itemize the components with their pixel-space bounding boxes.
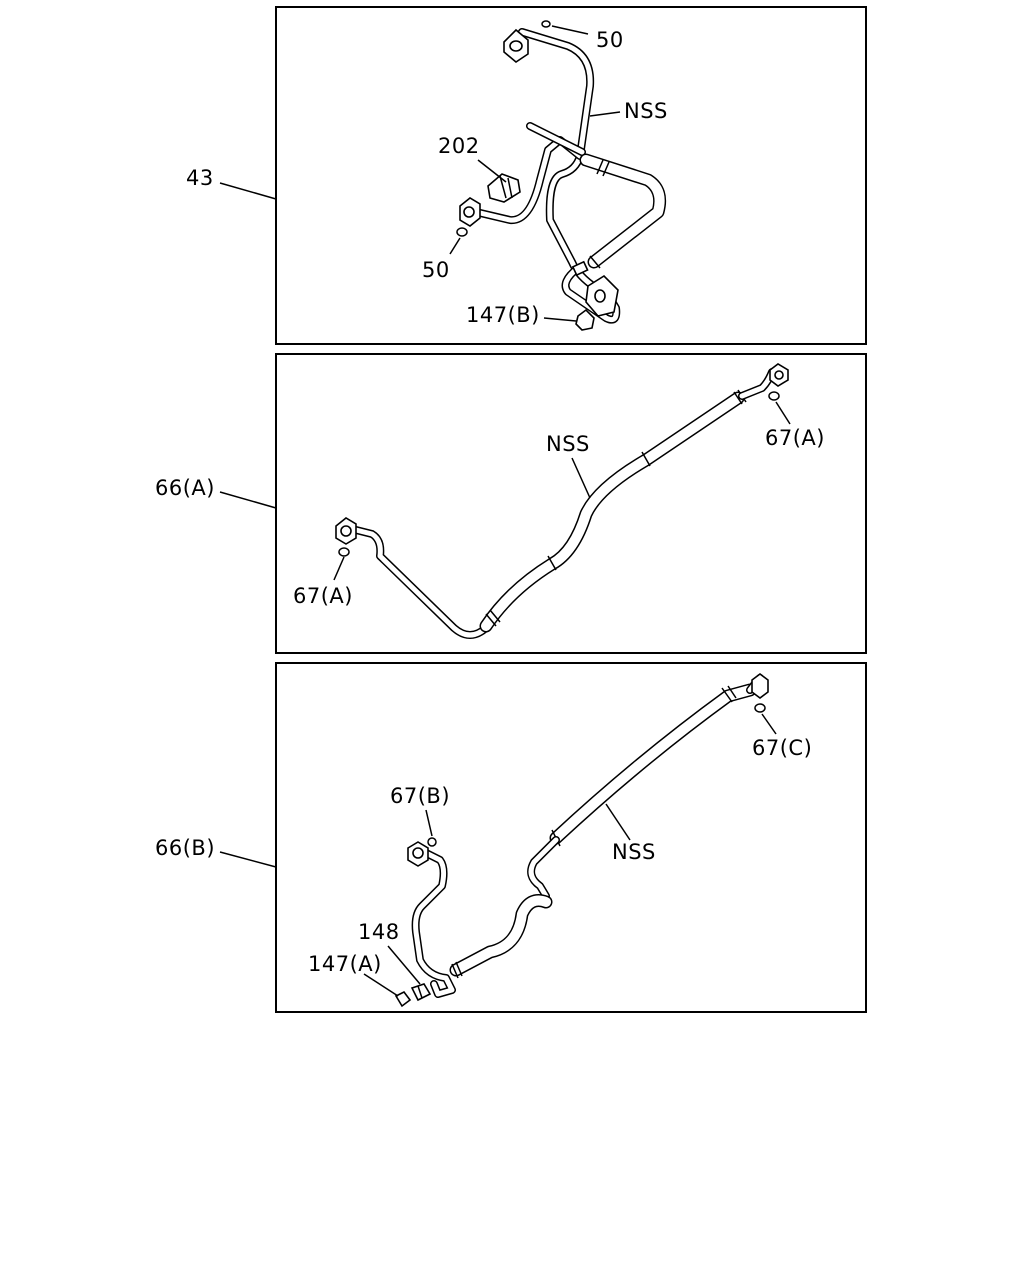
label-nss: NSS xyxy=(612,840,656,864)
leader-67c xyxy=(761,713,777,735)
leader-nss xyxy=(589,111,621,117)
leader-148 xyxy=(387,945,421,985)
oring-icon xyxy=(541,20,551,28)
callout-leader xyxy=(219,851,277,868)
panel-frame xyxy=(275,6,867,345)
cap-icon xyxy=(394,990,412,1008)
label-67c: 67(C) xyxy=(752,736,812,760)
leader-nss xyxy=(605,803,631,841)
leader-202 xyxy=(477,159,507,183)
leader-nss xyxy=(571,457,591,499)
callout-label: 66(A) xyxy=(155,476,215,500)
label-nss: NSS xyxy=(624,99,668,123)
hose-assembly-66a xyxy=(335,363,789,639)
oring-icon xyxy=(427,837,437,847)
label-202: 202 xyxy=(438,134,480,158)
pipe-assembly-43 xyxy=(459,28,667,324)
oring-icon xyxy=(338,547,350,557)
label-nss: NSS xyxy=(546,432,590,456)
leader-147a xyxy=(363,973,399,997)
label-147b: 147(B) xyxy=(466,303,540,327)
leader-67a-right xyxy=(775,401,791,425)
callout-label: 66(B) xyxy=(155,836,215,860)
callout-leader xyxy=(219,491,277,509)
label-147a: 147(A) xyxy=(308,952,382,976)
hose-assembly-66b xyxy=(394,673,769,1008)
service-valve xyxy=(410,983,432,1002)
label-50-bottom: 50 xyxy=(422,258,450,282)
panel-frame xyxy=(275,662,867,1013)
leader-50-bottom xyxy=(449,237,461,255)
label-50-top: 50 xyxy=(596,28,624,52)
leader-50-top xyxy=(551,25,589,35)
leader-147b xyxy=(543,317,577,322)
panel-66b: 66(B) xyxy=(155,662,867,1013)
right-fitting xyxy=(751,673,769,699)
leader-67b xyxy=(425,809,433,837)
panel-66a: 66(A) NSS 67(A xyxy=(155,353,867,654)
label-148: 148 xyxy=(358,920,400,944)
label-67a-right: 67(A) xyxy=(765,426,825,450)
label-67a-left: 67(A) xyxy=(293,584,353,608)
pressure-switch xyxy=(487,173,521,203)
leader-67a-left xyxy=(333,556,345,581)
cap-icon xyxy=(575,308,595,331)
oring-icon xyxy=(754,703,766,713)
callout-leader xyxy=(219,182,277,200)
callout-label: 43 xyxy=(186,166,214,190)
oring-icon xyxy=(768,391,780,401)
panel-frame xyxy=(275,353,867,654)
label-67b: 67(B) xyxy=(390,784,450,808)
oring-icon xyxy=(456,227,468,237)
panel-43: 43 xyxy=(186,6,867,345)
